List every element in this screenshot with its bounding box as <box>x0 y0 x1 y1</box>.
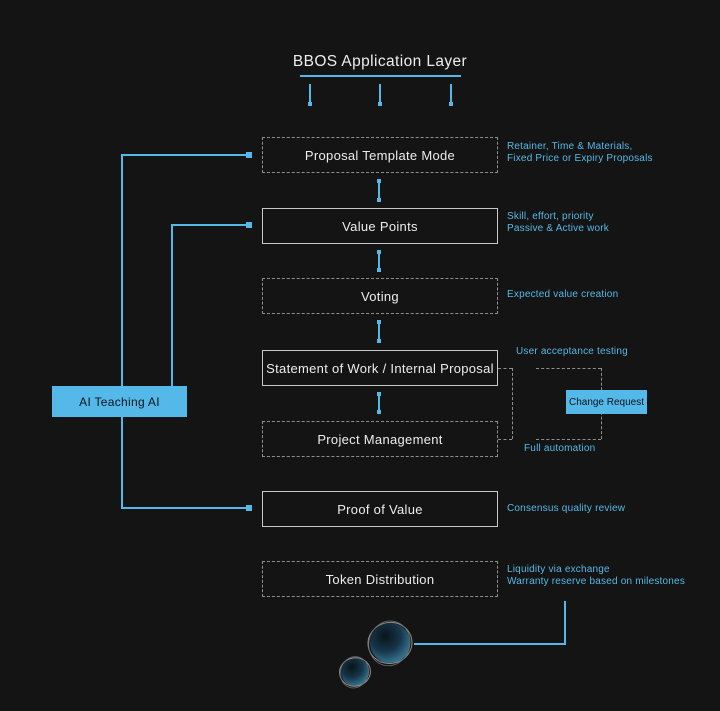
node-label: Token Distribution <box>325 571 435 587</box>
note-voting: Expected value creation <box>507 289 618 301</box>
note-line: Warranty reserve based on milestones <box>507 576 686 587</box>
dashed-connector <box>498 439 512 440</box>
flow-connector <box>377 250 381 272</box>
dashed-connector <box>536 439 601 440</box>
ai-link-line <box>172 224 248 226</box>
ai-link-endpoint <box>246 505 252 511</box>
ai-link-line <box>122 154 248 156</box>
sphere-icon-large <box>367 620 413 667</box>
note-value-points: Skill, effort, priority Passive & Active… <box>507 211 609 235</box>
node-proposal-template-mode: Proposal Template Mode <box>262 137 498 173</box>
ai-link-line <box>171 224 173 386</box>
note-line: Retainer, Time & Materials, <box>507 141 633 152</box>
node-label: Voting <box>361 288 399 304</box>
note-user-acceptance-testing: User acceptance testing <box>516 346 628 357</box>
node-project-management: Project Management <box>262 421 498 457</box>
node-voting: Voting <box>262 278 498 314</box>
node-label: Proposal Template Mode <box>304 147 456 163</box>
dashed-connector <box>512 368 513 439</box>
node-label: Proof of Value <box>337 501 423 517</box>
note-line: Liquidity via exchange <box>507 564 610 575</box>
ai-link-line <box>121 154 123 386</box>
title-drop-line <box>378 84 382 106</box>
ai-link-line <box>121 417 123 509</box>
title-underline <box>300 75 461 77</box>
note-proof-of-value: Consensus quality review <box>507 503 625 515</box>
note-line: Passive & Active work <box>507 223 610 234</box>
note-line: Fixed Price or Expiry Proposals <box>507 153 653 164</box>
flow-connector <box>377 320 381 343</box>
sphere-icon-small <box>339 656 371 689</box>
title-drop-line <box>308 84 312 106</box>
note-token-distribution: Liquidity via exchange Warranty reserve … <box>507 564 685 588</box>
node-proof-of-value: Proof of Value <box>262 491 498 527</box>
ai-teaching-ai-label: AI Teaching AI <box>79 394 160 409</box>
ai-teaching-ai-box: AI Teaching AI <box>52 386 187 417</box>
node-label: Value Points <box>342 218 418 234</box>
node-statement-of-work: Statement of Work / Internal Proposal <box>262 350 498 386</box>
node-value-points: Value Points <box>262 208 498 244</box>
change-request-label: Change Request <box>568 396 645 408</box>
dashed-connector <box>536 368 601 369</box>
node-token-distribution: Token Distribution <box>262 561 498 597</box>
note-line: Skill, effort, priority <box>507 211 594 222</box>
sphere-link-line <box>564 601 566 645</box>
dashed-connector <box>498 368 512 369</box>
node-label: Project Management <box>317 431 443 447</box>
note-line: Expected value creation <box>507 289 619 300</box>
ai-link-endpoint <box>246 222 252 228</box>
title-drop-line <box>449 84 453 106</box>
ai-link-line <box>121 507 248 509</box>
note-proposal-template-mode: Retainer, Time & Materials, Fixed Price … <box>507 141 653 165</box>
note-full-automation: Full automation <box>524 443 596 454</box>
flow-connector <box>377 179 381 202</box>
ai-link-endpoint <box>246 152 252 158</box>
note-line: Consensus quality review <box>507 503 626 514</box>
page-title: BBOS Application Layer <box>292 53 468 70</box>
flow-connector <box>377 392 381 414</box>
node-label: Statement of Work / Internal Proposal <box>266 360 494 376</box>
change-request-box: Change Request <box>566 390 647 414</box>
sphere-link-line <box>414 643 566 645</box>
